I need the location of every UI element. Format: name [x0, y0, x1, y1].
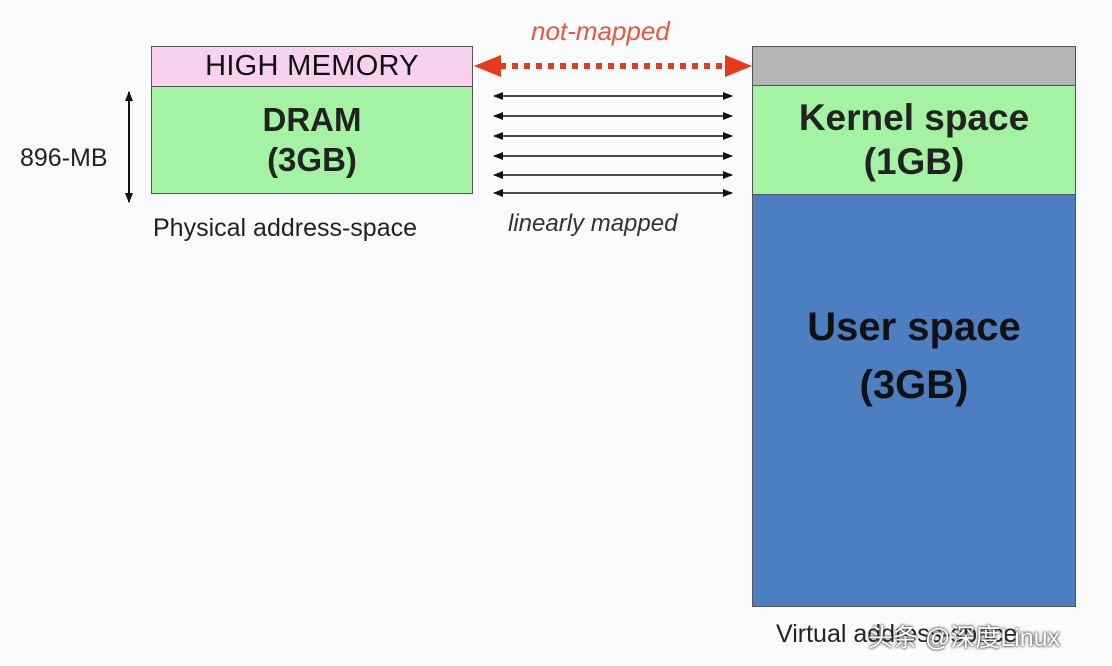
not-mapped-arrow — [474, 55, 752, 77]
virtual-unmapped-region — [752, 46, 1076, 86]
kernel-space-block: Kernel space (1GB) — [752, 85, 1076, 195]
watermark: 头条 @深度Linux — [868, 624, 1061, 652]
physical-caption: Physical address-space — [153, 214, 418, 242]
dram-size: (3GB) — [267, 141, 357, 178]
kernel-space-label: Kernel space (1GB) — [799, 96, 1029, 185]
linearly-mapped-label: linearly mapped — [508, 210, 678, 237]
linear-mapping-arrows — [493, 92, 733, 197]
user-size: (3GB) — [859, 362, 969, 407]
dram-title: DRAM — [262, 100, 362, 138]
user-title: User space — [807, 304, 1021, 349]
dram-label: DRAM (3GB) — [263, 100, 362, 181]
user-space-block: User space (3GB) — [752, 194, 1076, 607]
high-memory-block: HIGH MEMORY — [151, 46, 473, 87]
virtual-caption: Virtual address-space — [776, 620, 1018, 648]
dram-block: DRAM (3GB) — [151, 86, 473, 194]
high-memory-label: HIGH MEMORY — [205, 50, 419, 82]
size-label-896mb: 896-MB — [20, 144, 108, 172]
kernel-title: Kernel space — [798, 96, 1030, 138]
kernel-size: (1GB) — [863, 141, 965, 182]
user-space-label: User space (3GB) — [807, 298, 1020, 414]
not-mapped-label: not-mapped — [531, 16, 670, 46]
